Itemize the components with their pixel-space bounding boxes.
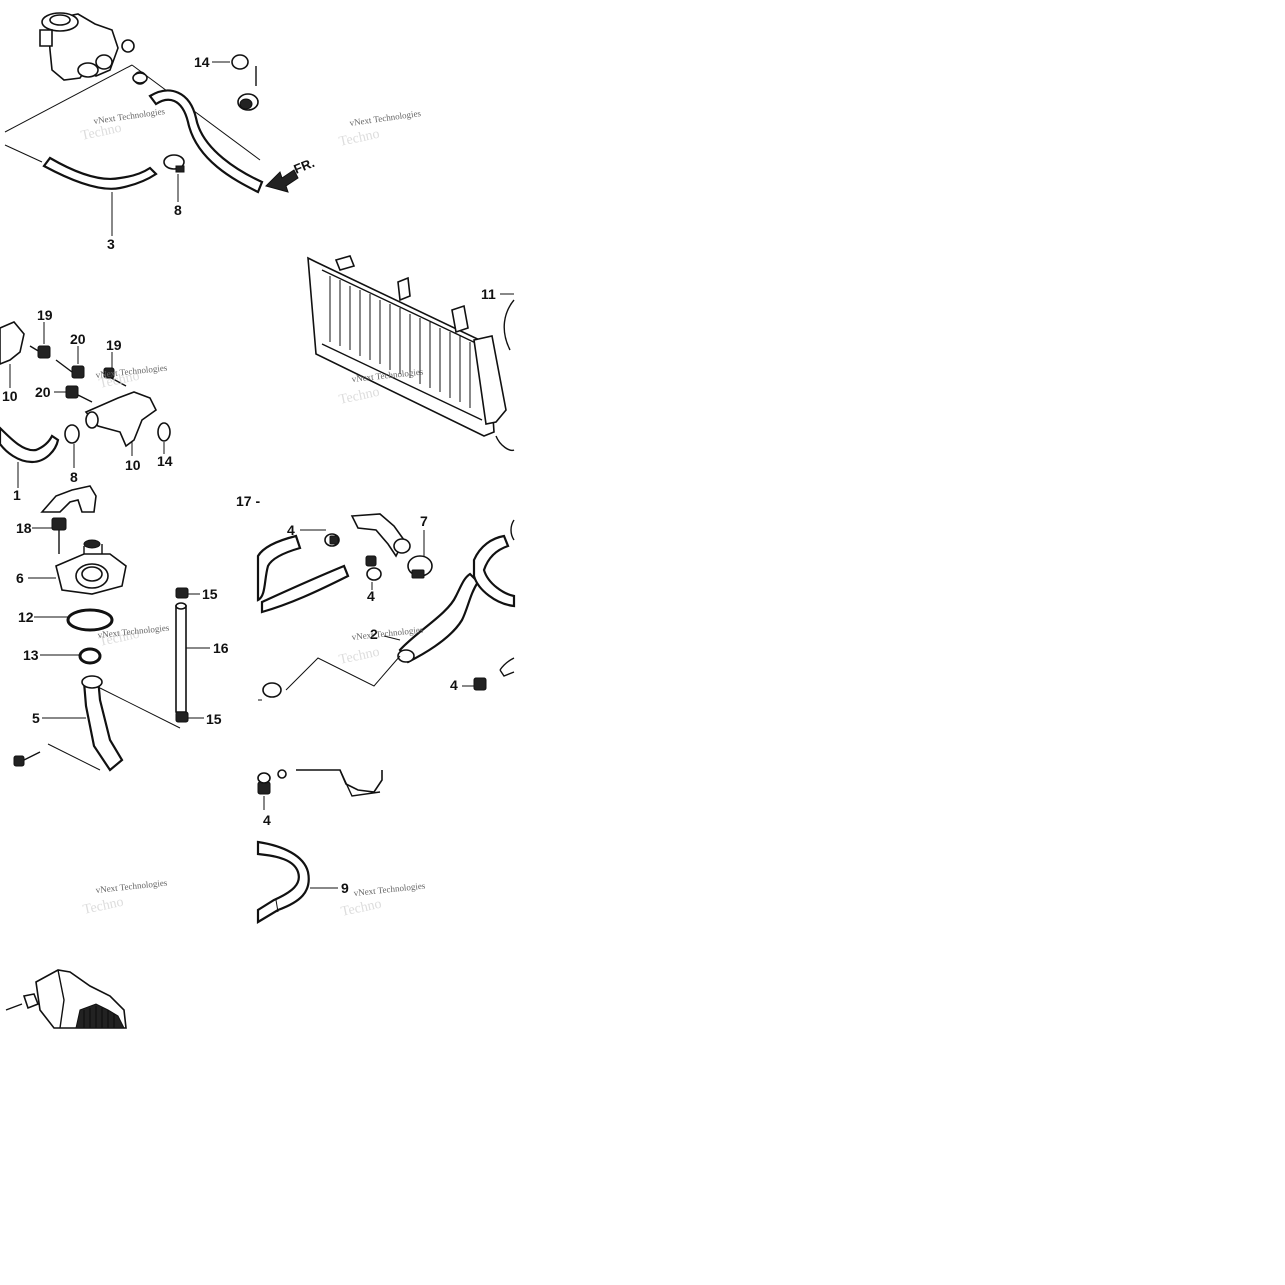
watermark-shadow-8: Techno [82, 895, 125, 918]
watermark-7: vNext Technologies [353, 880, 426, 898]
callout-4-top: 4 [287, 522, 295, 538]
callout-14-top: 14 [194, 54, 210, 70]
hose-16 [175, 587, 189, 723]
bolt-20-right [65, 385, 93, 403]
callout-11: 11 [481, 286, 496, 302]
thermostat-housing [39, 12, 147, 85]
callout-19-right: 19 [106, 337, 122, 353]
callout-9: 9 [341, 880, 349, 896]
bolt-19-left [29, 345, 51, 359]
filter-housing-bottom [296, 769, 383, 793]
bolt-lower-left [13, 743, 101, 771]
panel-bottom-middle: 4 9 Techno vNext Technologies [256, 769, 426, 924]
panel-top-left: 14 3 8 FR. Techno vNext Technologies Tec… [4, 12, 422, 252]
callout-6: 6 [16, 570, 24, 586]
bolt-19-right [103, 367, 127, 387]
callout-16: 16 [213, 640, 229, 656]
hose-fitting-top [237, 66, 259, 111]
front-direction-label: FR. [292, 155, 317, 177]
callout-10-center: 10 [125, 457, 141, 473]
callout-5: 5 [32, 710, 40, 726]
pipe-top-lower-left [40, 485, 97, 513]
callout-7: 7 [420, 513, 428, 529]
callout-4-center: 4 [367, 588, 375, 604]
watermark-1: vNext Technologies [93, 106, 166, 126]
leader-frame-top [4, 64, 261, 163]
clamp-4-bottom [257, 772, 271, 795]
hose-lower-right [472, 534, 516, 608]
water-outlet-10-left [0, 321, 25, 365]
front-direction-arrow: FR. [265, 155, 317, 193]
panel-lower-middle: 17 - [236, 493, 516, 701]
callout-15-top: 15 [202, 586, 218, 602]
callout-4-right: 4 [450, 677, 458, 693]
watermark-2: vNext Technologies [349, 108, 422, 128]
o-ring-14-top [231, 54, 249, 70]
callout-20-left: 20 [70, 331, 86, 347]
callout-14-middle: 14 [157, 453, 173, 469]
panel-bottom-left: Techno vNext Technologies [5, 877, 168, 1029]
bolt-18 [51, 517, 67, 554]
callout-2: 2 [370, 626, 378, 642]
thermostat-13 [78, 647, 102, 665]
clamp-4-center [365, 555, 382, 581]
fitting-top [350, 513, 405, 558]
panel-middle-left: 19 20 19 20 10 10 14 8 1 Techno vNext Te… [0, 307, 173, 503]
callout-1: 1 [13, 487, 21, 503]
callout-15-bottom: 15 [206, 711, 222, 727]
pipe-5 [82, 676, 124, 772]
o-ring-14-middle [157, 422, 171, 442]
thermostat-cover-6 [55, 539, 127, 595]
hose-3 [42, 156, 158, 190]
oil-filter [5, 969, 127, 1029]
gasket-12 [66, 608, 114, 632]
callout-13: 13 [23, 647, 39, 663]
callout-20-right: 20 [35, 384, 51, 400]
watermark-shadow-4: Techno [338, 385, 381, 408]
bolt-20-left [55, 359, 85, 379]
clamp-upper [132, 72, 148, 84]
radiator-fins [329, 276, 471, 408]
clamp-7 [407, 555, 433, 579]
callout-12: 12 [18, 609, 34, 625]
callout-19-left: 19 [37, 307, 53, 323]
hose-lower-left [256, 534, 302, 602]
watermark-shadow-7: Techno [340, 897, 383, 920]
clamp-4-top [324, 533, 340, 547]
callout-4-bottom: 4 [263, 812, 271, 828]
watermark-shadow-6: Techno [338, 645, 381, 668]
callout-8-top: 8 [174, 202, 182, 218]
callout-10-left: 10 [2, 388, 18, 404]
upper-hose [148, 89, 264, 194]
water-outlet-10-center [84, 391, 158, 448]
hose-2 [398, 572, 480, 664]
clamp-bottom-left [258, 682, 282, 701]
callout-3: 3 [107, 236, 115, 252]
radiator-body [307, 256, 495, 437]
callout-17: 17 - [236, 493, 260, 509]
hose-9 [256, 840, 310, 924]
callout-8-middle: 8 [70, 469, 78, 485]
clamp-8-middle [64, 424, 80, 444]
panel-radiator: 11 Techno vNext Technologies [307, 255, 515, 452]
clamp-4-right [473, 677, 487, 691]
panel-lower-left: 18 6 15 12 16 13 5 15 Techno vNext Techn… [13, 485, 229, 772]
watermark-8: vNext Technologies [95, 877, 168, 895]
callout-18: 18 [16, 520, 32, 536]
clamp-8-top [163, 154, 185, 173]
hose-1 [0, 426, 60, 464]
watermark-shadow-2: Techno [338, 127, 381, 150]
